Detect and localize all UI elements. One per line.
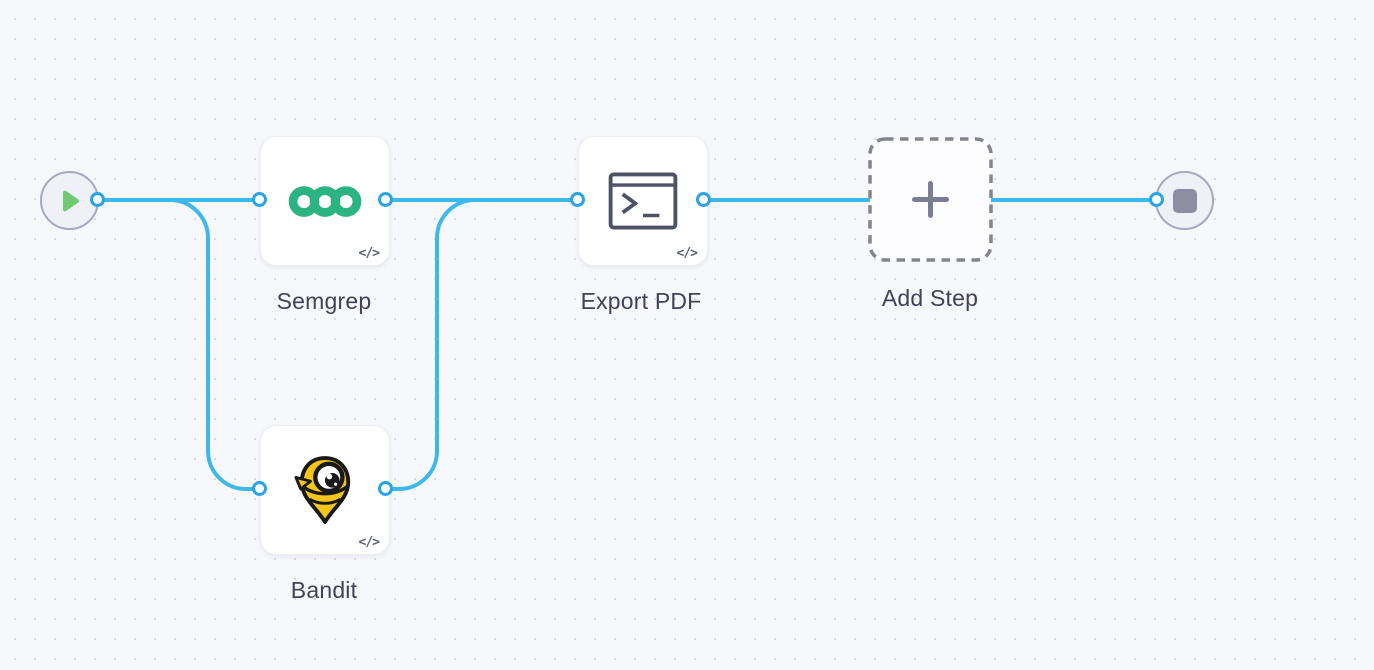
code-badge-icon: </> xyxy=(358,535,381,550)
bandit-logo-icon xyxy=(294,456,351,524)
port-export-pdf-in[interactable] xyxy=(570,192,585,207)
port-semgrep-out[interactable] xyxy=(378,192,393,207)
node-label-add-step: Add Step xyxy=(881,285,979,311)
node-semgrep[interactable]: </> xyxy=(260,136,390,266)
port-end-in[interactable] xyxy=(1149,192,1164,207)
semgrep-logo-icon xyxy=(288,185,362,217)
port-start-out[interactable] xyxy=(90,192,105,207)
start-node[interactable] xyxy=(40,171,99,230)
code-badge-icon: </> xyxy=(358,246,381,261)
edge-start-bandit[interactable] xyxy=(96,198,262,491)
port-bandit-out[interactable] xyxy=(378,481,393,496)
add-step-dashed-box xyxy=(868,137,993,262)
node-export-pdf[interactable]: </> xyxy=(578,136,708,266)
port-export-pdf-out[interactable] xyxy=(696,192,711,207)
node-label-semgrep: Semgrep xyxy=(276,288,372,314)
play-icon xyxy=(62,190,79,211)
node-add-step[interactable] xyxy=(868,137,993,262)
port-bandit-in[interactable] xyxy=(252,481,267,496)
terminal-icon xyxy=(608,172,678,230)
node-bandit[interactable]: </> xyxy=(260,425,390,555)
node-label-bandit: Bandit xyxy=(290,577,358,603)
plus-icon xyxy=(912,181,949,218)
edge-bandit-exportpdf[interactable] xyxy=(384,198,580,491)
port-semgrep-in[interactable] xyxy=(252,192,267,207)
code-badge-icon: </> xyxy=(676,246,699,261)
node-label-export-pdf: Export PDF xyxy=(580,288,702,314)
stop-icon xyxy=(1172,188,1197,213)
